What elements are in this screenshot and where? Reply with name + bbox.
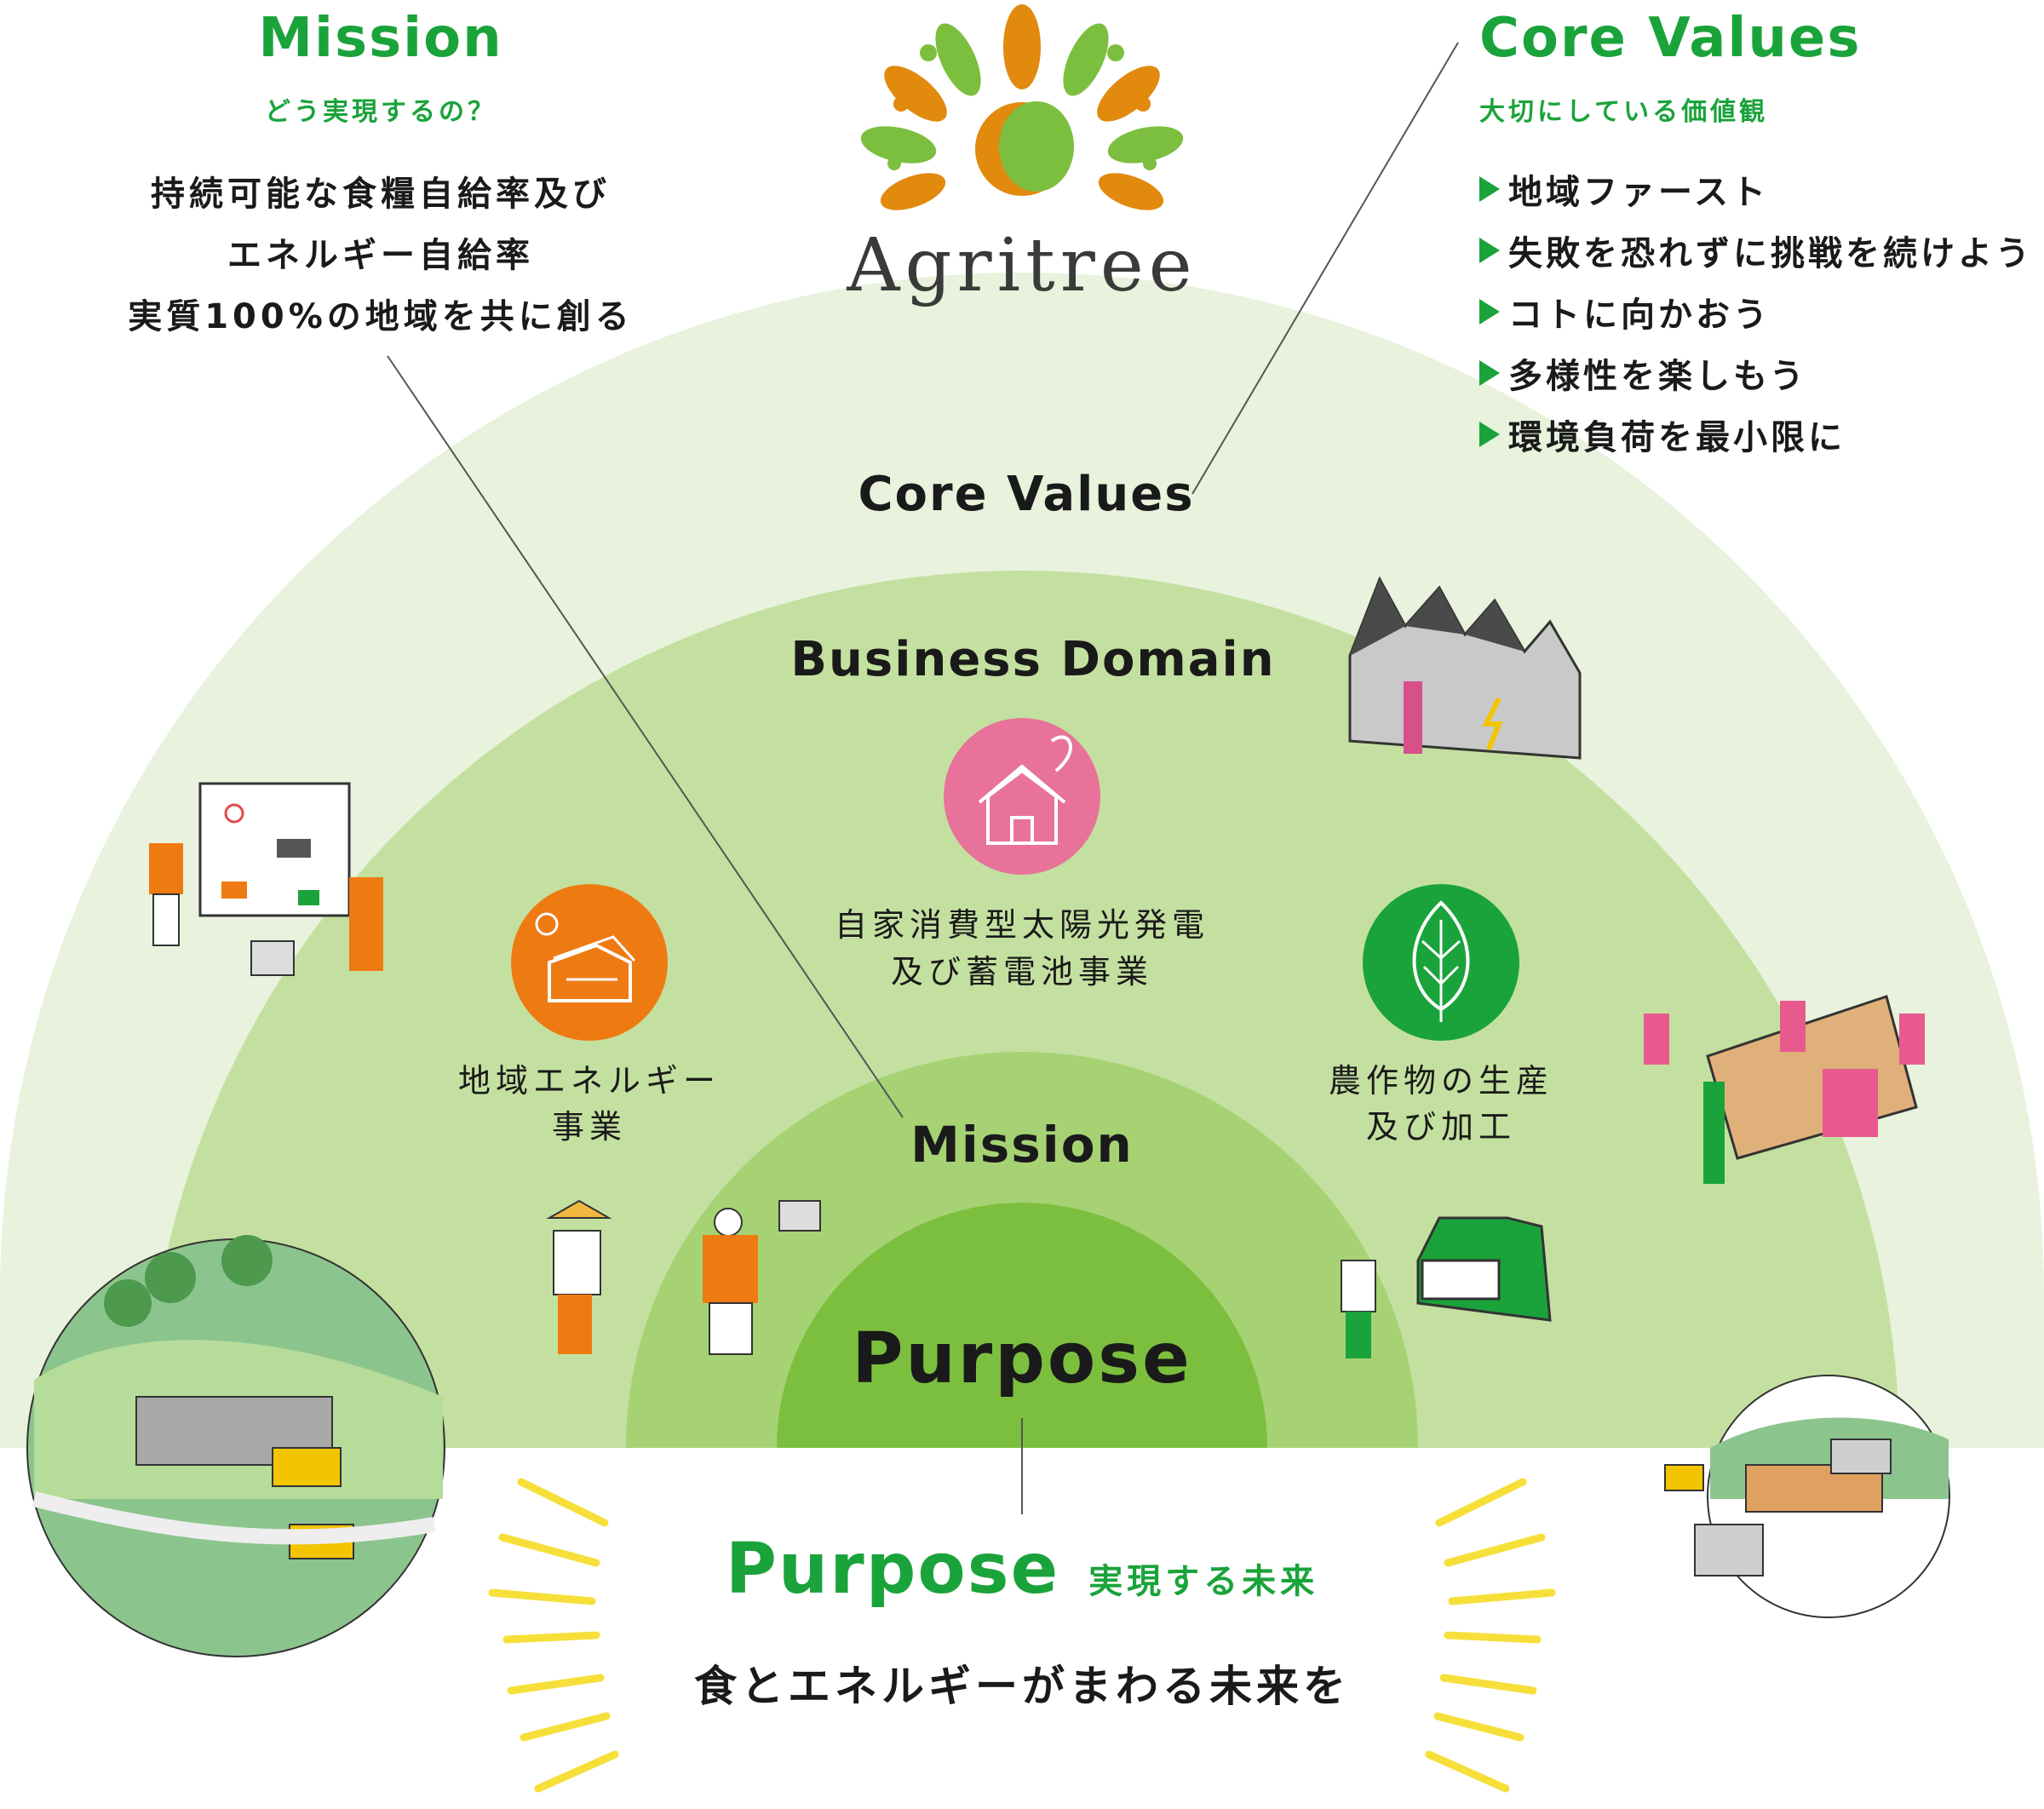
core-value-item: 失敗を恐れずに挑戦を続けよう <box>1479 220 2033 281</box>
market-illustration <box>1644 995 1925 1184</box>
mission-title: Mission <box>258 7 503 70</box>
arc-label-purpose: Purpose <box>852 1318 1192 1399</box>
core-value-item: 多様性を楽しもう <box>1479 342 2033 404</box>
purpose-statement: 食とエネルギーがまわる未来を <box>694 1662 1350 1711</box>
farm-scene-illustration <box>26 1235 445 1657</box>
farmers-illustration <box>546 1199 821 1355</box>
solar-panel-house-icon <box>511 884 668 1041</box>
domain-energy-line-2: 事業 <box>551 1108 628 1146</box>
truck-illustration <box>1341 1216 1552 1358</box>
core-values-subtitle: 大切にしている価値観 <box>1479 97 1769 127</box>
whiteboard-illustration <box>149 782 383 976</box>
triangle-bullet-icon <box>1479 176 1500 202</box>
purpose-subtitle: 実現する未来 <box>1088 1562 1319 1601</box>
mission-line-1: 持続可能な食糧自給率及び <box>151 175 611 214</box>
triangle-bullet-icon <box>1479 299 1500 324</box>
arc-label-mission: Mission <box>910 1116 1134 1174</box>
domain-solar-line-1: 自家消費型太陽光発電 <box>834 906 1210 944</box>
triangle-bullet-icon <box>1479 422 1500 447</box>
domain-solar-line-2: 及び蓄電池事業 <box>890 953 1154 991</box>
town-scene-illustration <box>1664 1375 1950 1618</box>
ring-purpose <box>777 1203 1267 1448</box>
mission-subtitle: どう実現するの？ <box>265 97 497 127</box>
mission-line-3: 実質100%の地域を共に創る <box>128 297 634 336</box>
core-values-title: Core Values <box>1479 7 1862 70</box>
core-value-item: 環境負荷を最小限に <box>1479 404 2033 465</box>
core-value-item: コトに向かおう <box>1479 281 2033 342</box>
leaf-icon <box>1363 884 1519 1041</box>
core-value-item: 地域ファースト <box>1479 158 2033 220</box>
factory-illustration <box>1348 576 1582 760</box>
triangle-bullet-icon <box>1479 360 1500 386</box>
triangle-bullet-icon <box>1479 238 1500 263</box>
domain-crops-line-1: 農作物の生産 <box>1328 1062 1554 1100</box>
core-values-list: 地域ファースト 失敗を恐れずに挑戦を続けよう コトに向かおう 多様性を楽しもう … <box>1479 158 2033 465</box>
rays-left <box>488 1478 619 1793</box>
domain-crops-line-2: 及び加工 <box>1365 1108 1517 1146</box>
purpose-title: Purpose <box>725 1529 1060 1610</box>
arc-label-core-values: Core Values <box>858 467 1195 522</box>
domain-energy-line-1: 地域エネルギー <box>457 1062 721 1100</box>
mission-leader-line <box>387 355 904 1118</box>
logo-wordmark: Agritree <box>847 223 1197 308</box>
purpose-heading: Purpose 実現する未来 <box>726 1529 1318 1610</box>
arc-label-business-domain: Business Domain <box>790 632 1276 687</box>
core-values-leader-line <box>1191 42 1459 495</box>
logo-mark <box>860 4 1184 210</box>
rays-right <box>1425 1478 1556 1793</box>
mission-line-2: エネルギー自給率 <box>227 236 534 275</box>
solar-house-icon <box>944 718 1100 875</box>
